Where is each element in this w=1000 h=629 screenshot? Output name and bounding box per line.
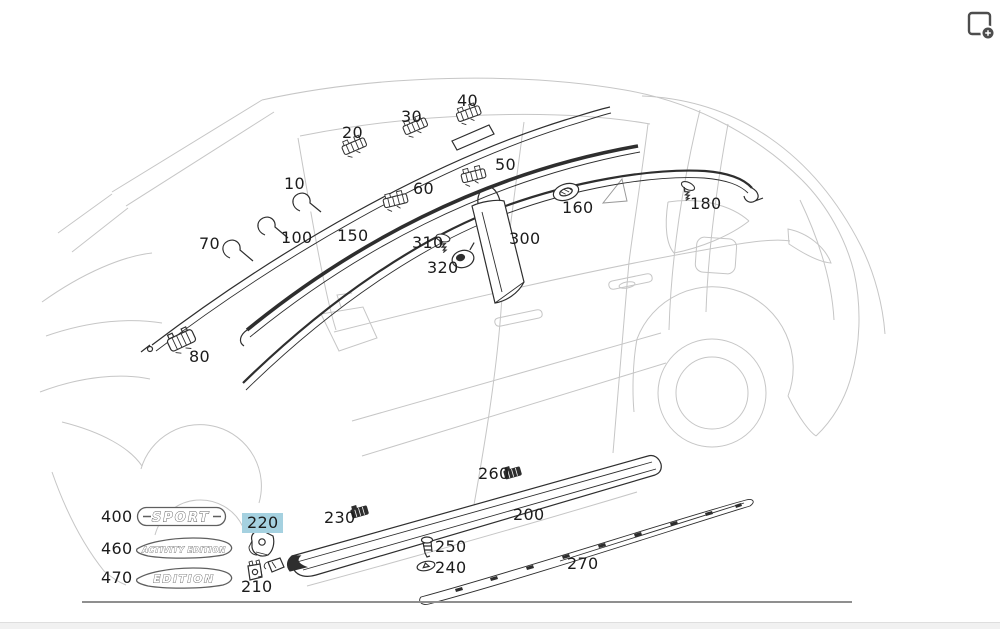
part-label-50[interactable]: 50: [495, 155, 516, 174]
part-label-460[interactable]: 460: [101, 539, 133, 558]
footer-strip: [0, 622, 1000, 629]
part-label-300[interactable]: 300: [509, 229, 541, 248]
part-drawing-460-activity-edition-badge: ACTIVITY EDITION: [135, 537, 233, 559]
part-drawing-80: [166, 326, 197, 354]
part-label-400[interactable]: 400: [101, 507, 133, 526]
part-drawing-250: [420, 536, 434, 558]
part-drawing-50: [459, 163, 489, 189]
part-drawing-320: [451, 242, 475, 269]
part-label-250[interactable]: 250: [435, 537, 467, 556]
part-label-310[interactable]: 310: [412, 233, 444, 252]
part-drawing-70: [222, 192, 322, 262]
part-label-470[interactable]: 470: [101, 568, 133, 587]
part-label-80[interactable]: 80: [189, 347, 210, 366]
part-label-60[interactable]: 60: [413, 179, 434, 198]
part-drawing-220: [248, 526, 275, 557]
part-label-10[interactable]: 10: [284, 174, 305, 193]
image-zoom-plus-icon[interactable]: [967, 11, 996, 41]
part-label-220-selected[interactable]: 220: [242, 513, 284, 533]
part-drawing-270: [419, 499, 754, 605]
part-drawing-10: [140, 106, 612, 353]
part-label-230[interactable]: 230: [324, 508, 356, 527]
badge-text-activity-edition: ACTIVITY EDITION: [141, 546, 226, 555]
part-drawing-150: [242, 169, 764, 391]
part-label-210[interactable]: 210: [241, 577, 273, 596]
part-label-260[interactable]: 260: [478, 464, 510, 483]
part-label-320[interactable]: 320: [427, 258, 459, 277]
part-label-180[interactable]: 180: [690, 194, 722, 213]
part-drawing-400-sport-badge: SPORT: [136, 506, 227, 527]
badge-text-sport: SPORT: [152, 511, 210, 526]
part-drawing-240: [416, 560, 436, 572]
part-label-30[interactable]: 30: [401, 107, 422, 126]
part-label-200[interactable]: 200: [513, 505, 545, 524]
part-label-240[interactable]: 240: [435, 558, 467, 577]
part-label-40[interactable]: 40: [457, 91, 478, 110]
part-label-160[interactable]: 160: [562, 198, 594, 217]
part-label-70[interactable]: 70: [199, 234, 220, 253]
part-label-270[interactable]: 270: [567, 554, 599, 573]
part-drawing-470-edition-badge: EDITION: [135, 567, 233, 589]
badge-text-edition: EDITION: [153, 573, 214, 586]
part-drawing-210: [247, 559, 263, 581]
part-drawing-160: [552, 182, 580, 202]
part-drawing-100: [239, 144, 641, 347]
part-drawing-60: [381, 188, 411, 214]
part-drawing-300: [471, 186, 525, 304]
part-label-20[interactable]: 20: [342, 123, 363, 142]
part-label-150[interactable]: 150: [337, 226, 369, 245]
part-drawing-200: [263, 454, 662, 577]
horizontal-divider: [82, 601, 852, 603]
part-label-100[interactable]: 100: [281, 228, 313, 247]
